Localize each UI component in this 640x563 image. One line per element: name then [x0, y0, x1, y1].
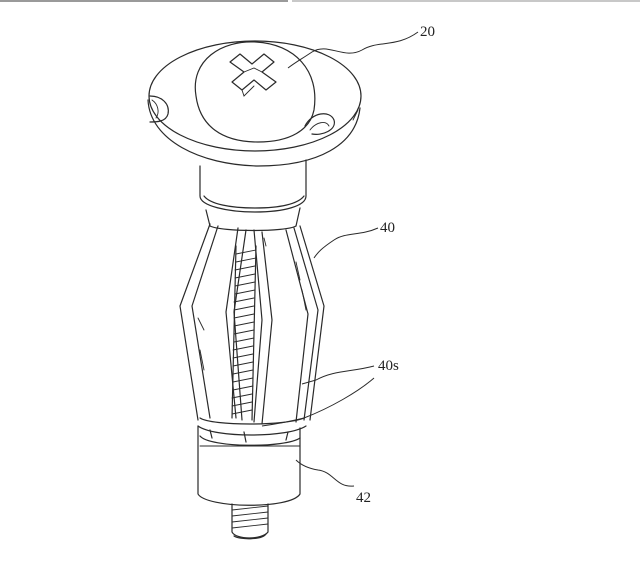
label-sleeve: 40: [380, 220, 395, 236]
screw-tip: [232, 504, 268, 539]
screw-head: [195, 42, 315, 142]
collar: [200, 160, 306, 231]
bottom-nut: [198, 418, 306, 505]
label-screw-head: 20: [420, 24, 435, 40]
leader-40: [314, 228, 378, 258]
label-bottom-nut: 42: [356, 490, 371, 506]
label-slot: 40s: [378, 358, 399, 374]
leader-40s: [302, 366, 374, 384]
leader-20: [288, 32, 418, 68]
leader-40s-extended: [262, 378, 374, 426]
flange: [148, 41, 361, 166]
leader-42: [296, 460, 354, 486]
